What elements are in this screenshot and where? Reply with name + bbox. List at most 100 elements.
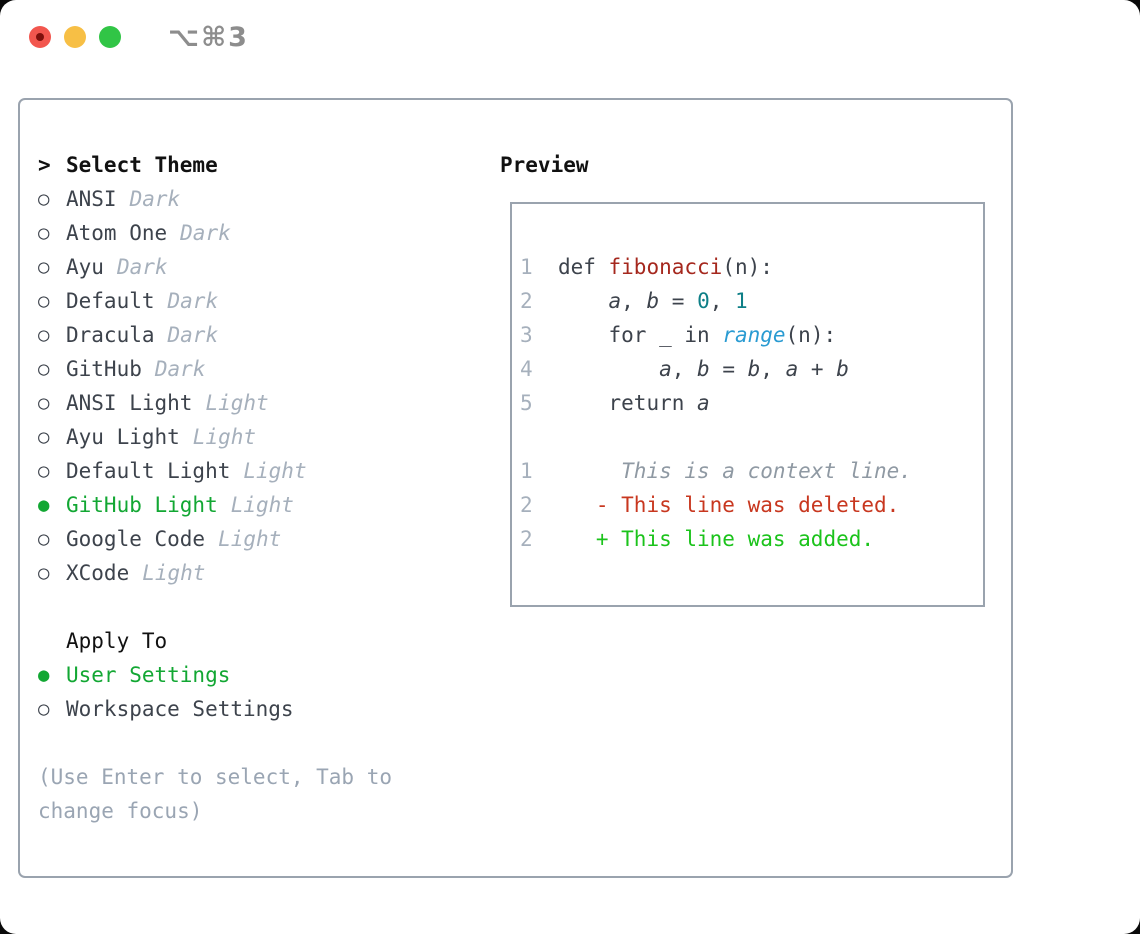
code-segment-var: a <box>608 289 622 313</box>
theme-variant-label: Dark <box>129 187 181 211</box>
radio-unselected-icon: ○ <box>38 222 50 244</box>
theme-variant-label: Light <box>192 425 257 449</box>
select-theme-header-row: > Select Theme <box>38 148 470 182</box>
zoom-button-icon[interactable] <box>99 26 121 48</box>
apply-option-user-settings[interactable]: ● User Settings <box>38 658 470 692</box>
window-title-shortcut: ⌥⌘3 <box>168 22 249 53</box>
option-label: Dracula <box>66 323 155 347</box>
radio-unselected-icon: ○ <box>38 528 50 550</box>
option-label: User Settings <box>66 663 231 687</box>
theme-variant-label: Light <box>243 459 307 483</box>
theme-variant-label: Dark <box>167 323 219 347</box>
theme-variant-label: Dark <box>180 221 231 245</box>
minimize-button-icon[interactable] <box>64 26 86 48</box>
radio-unselected-icon: ○ <box>38 698 50 720</box>
code-segment-call: range <box>722 323 786 347</box>
code-segment-var: a <box>659 357 672 381</box>
apply-to-title: Apply To <box>66 629 168 653</box>
code-segment-code: , <box>671 357 698 381</box>
code-segment-var: b <box>697 357 710 381</box>
option-label: Default <box>66 289 155 313</box>
select-theme-title: Select Theme <box>66 153 218 177</box>
code-segment-num: 1 <box>735 289 748 313</box>
code-segment-add: + This line was added. <box>595 527 875 551</box>
code-line: 5 return a <box>520 386 983 420</box>
code-segment-code: , <box>760 357 786 381</box>
code-segment-code: for _ in <box>532 323 723 347</box>
apply-option-workspace-settings[interactable]: ○ Workspace Settings <box>38 692 470 726</box>
code-line: 1 This is a context line. <box>520 454 983 488</box>
theme-option-ansi[interactable]: ○ ANSI Dark <box>38 182 470 216</box>
radio-unselected-icon: ○ <box>38 426 50 448</box>
line-number: 5 <box>520 391 533 415</box>
line-number: 2 <box>520 289 533 313</box>
code-segment-code <box>533 527 596 551</box>
code-line: 1 def fibonacci(n): <box>520 250 983 284</box>
radio-unselected-icon: ○ <box>38 562 50 584</box>
theme-option-github[interactable]: ○ GitHub Dark <box>38 352 470 386</box>
option-label: GitHub <box>66 357 142 381</box>
theme-variant-label: Dark <box>116 255 168 279</box>
help-text: (Use Enter to select, Tab to change focu… <box>38 765 393 823</box>
option-label: GitHub Light <box>66 493 218 517</box>
code-segment-num: 0 <box>697 289 710 313</box>
code-segment-code: def <box>532 255 609 279</box>
code-segment-code: = <box>659 289 698 313</box>
theme-option-xcode[interactable]: ○ XCode Light <box>38 556 470 590</box>
code-line: 2 + This line was added. <box>520 522 983 556</box>
theme-option-default[interactable]: ○ Default Dark <box>38 284 470 318</box>
code-segment-code: return <box>532 391 698 415</box>
code-line: 4 a, b = b, a + b <box>520 352 983 386</box>
theme-variant-label: Light <box>142 561 206 585</box>
theme-option-ayu-light[interactable]: ○ Ayu Light Light <box>38 420 470 454</box>
code-line: 2 a, b = 0, 1 <box>520 284 983 318</box>
code-segment-var: b <box>646 289 660 313</box>
code-segment-var: a <box>785 357 799 381</box>
code-segment-code: = <box>709 357 748 381</box>
line-number: 2 <box>520 527 533 551</box>
code-segment-var: b <box>836 357 849 381</box>
code-segment-var: a <box>697 391 710 415</box>
spacer <box>38 590 470 624</box>
radio-unselected-icon: ○ <box>38 358 50 380</box>
titlebar: ⌥⌘3 <box>0 0 1140 74</box>
theme-option-google-code[interactable]: ○ Google Code Light <box>38 522 470 556</box>
code-segment-code <box>533 493 596 517</box>
theme-variant-label: Dark <box>154 357 206 381</box>
option-label: Workspace Settings <box>66 697 294 721</box>
option-label: Ayu Light <box>66 425 180 449</box>
code-line: 2 - This line was deleted. <box>520 488 983 522</box>
radio-unselected-icon: ○ <box>38 460 50 482</box>
line-number: 3 <box>520 323 533 347</box>
radio-selected-icon: ● <box>38 664 50 686</box>
close-button-icon[interactable] <box>29 26 51 48</box>
option-label: XCode <box>66 561 130 585</box>
theme-variant-label: Light <box>218 527 282 551</box>
radio-unselected-icon: ○ <box>38 188 50 210</box>
code-segment-func: fibonacci <box>608 255 723 279</box>
prompt-caret-icon: > <box>38 153 51 177</box>
theme-variant-label: Dark <box>167 289 219 313</box>
line-number: 2 <box>520 493 533 517</box>
radio-unselected-icon: ○ <box>38 290 50 312</box>
code-segment-code: , <box>709 289 736 313</box>
option-label: Google Code <box>66 527 206 551</box>
code-segment-code: + <box>798 357 837 381</box>
code-line <box>520 420 983 454</box>
option-label: ANSI Light <box>66 391 193 415</box>
radio-selected-icon: ● <box>38 494 50 516</box>
code-segment-code <box>533 357 659 381</box>
option-label: ANSI <box>66 187 117 211</box>
code-segment-del: - This line was deleted. <box>595 493 900 517</box>
